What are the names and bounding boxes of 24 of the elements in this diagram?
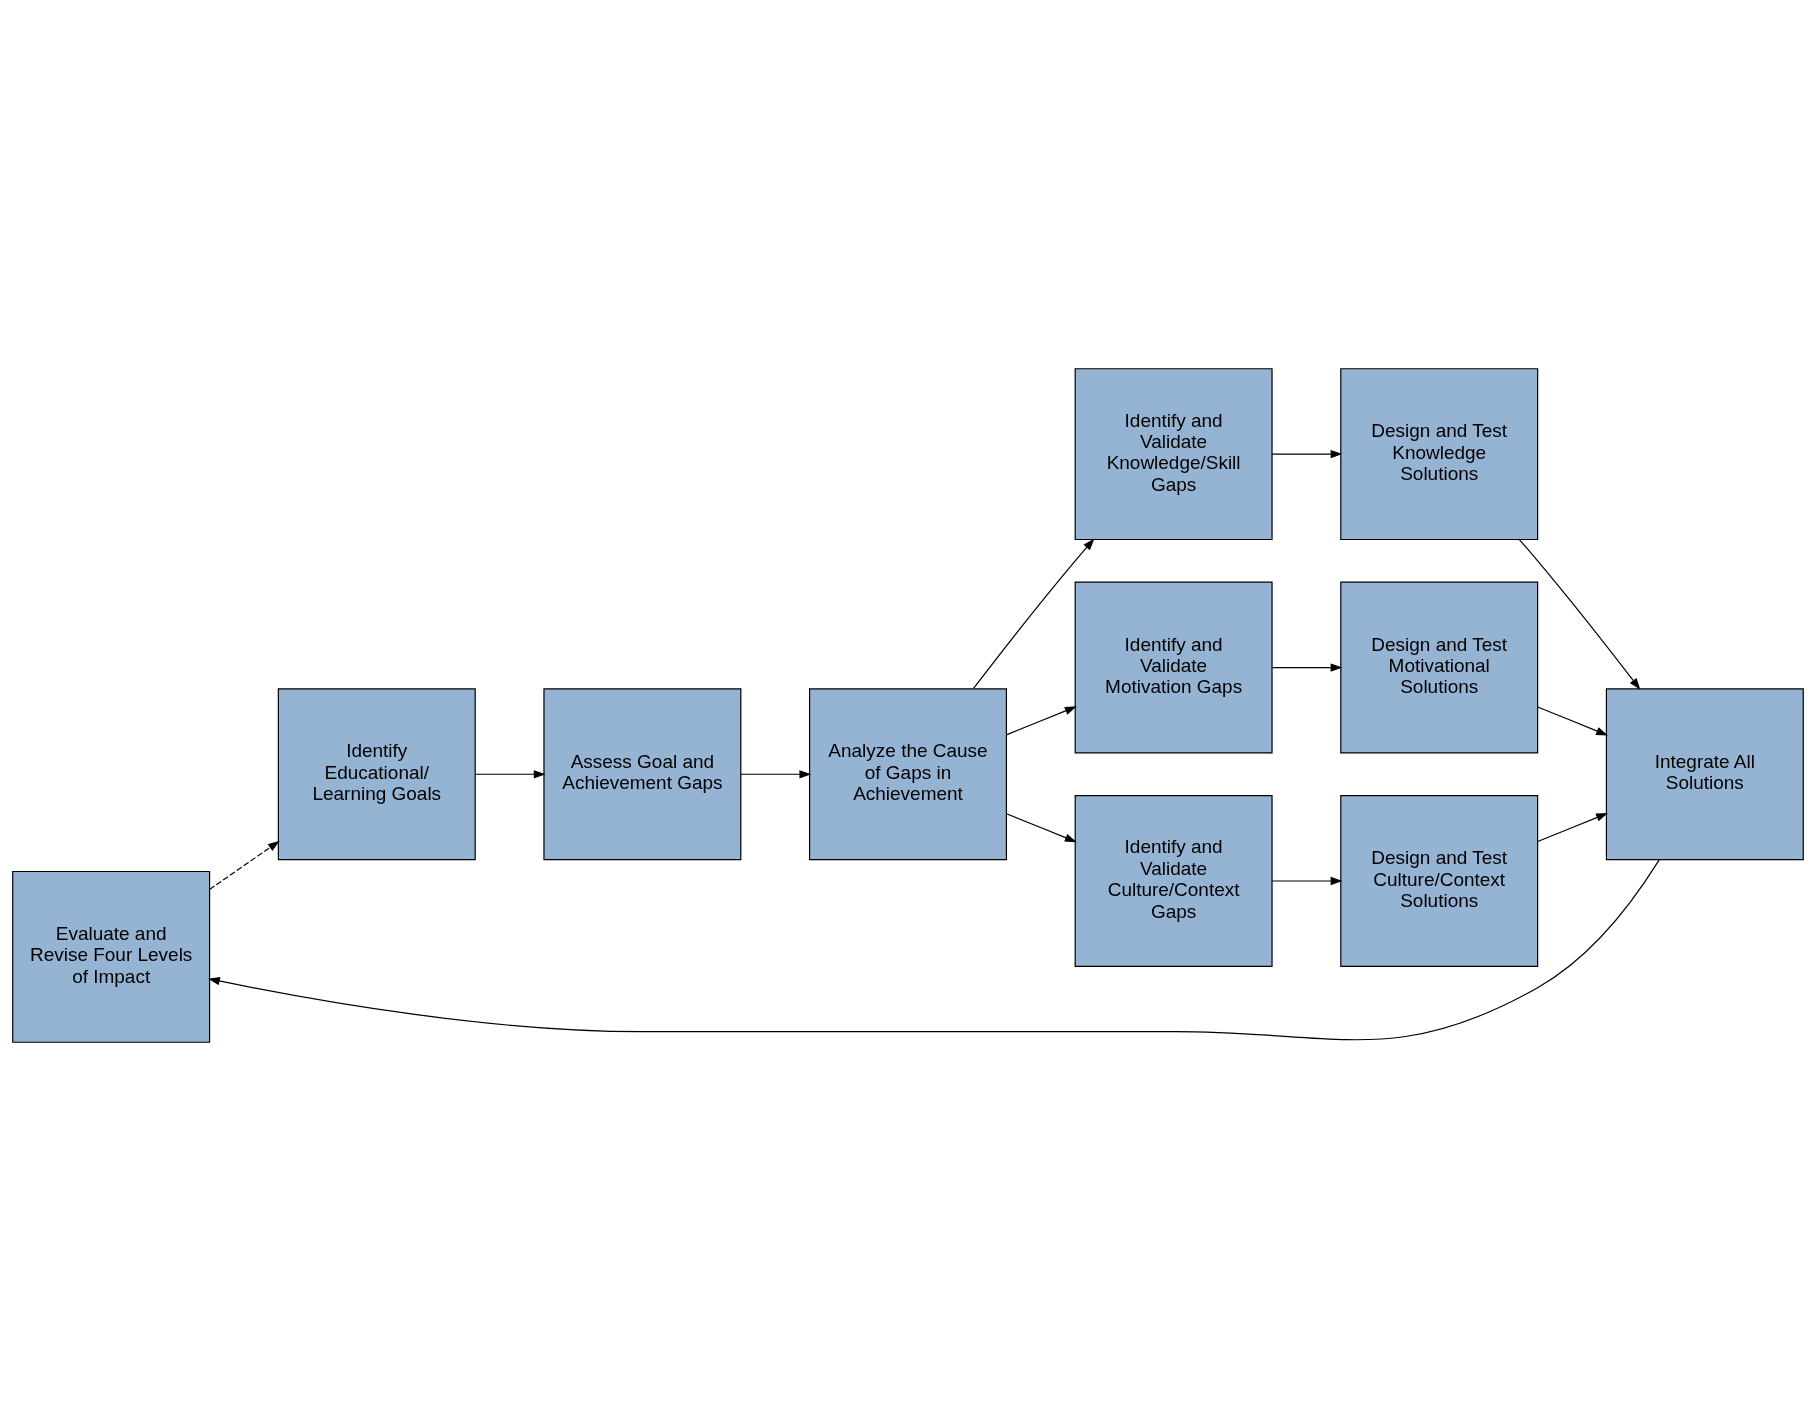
node-box: Design and Test Culture/Context Solutions bbox=[1340, 795, 1539, 967]
arrow bbox=[1518, 539, 1641, 690]
arrow bbox=[207, 859, 1660, 1041]
node-box: Design and Test Knowledge Solutions bbox=[1340, 368, 1539, 541]
arrow bbox=[1005, 706, 1077, 736]
arrow bbox=[740, 770, 812, 779]
arrow bbox=[972, 538, 1095, 689]
node-box: Integrate All Solutions bbox=[1605, 688, 1804, 861]
arrow bbox=[1005, 813, 1077, 843]
arrow bbox=[209, 840, 280, 890]
arrow bbox=[1537, 813, 1608, 843]
node-box: Assess Goal and Achievement Gaps bbox=[543, 688, 742, 861]
node-box: Design and Test Motivational Solutions bbox=[1340, 581, 1539, 754]
node-box: Identify and Validate Knowledge/Skill Gaps bbox=[1074, 368, 1273, 541]
arrow bbox=[1271, 449, 1343, 459]
arrow bbox=[1271, 876, 1343, 886]
node-box: Identify and Validate Culture/Context Gaps bbox=[1074, 795, 1273, 967]
node-box: Identify Educational/ Learning Goals bbox=[277, 688, 476, 861]
node-box: Identify and Validate Motivation Gaps bbox=[1074, 581, 1273, 754]
node-box: Analyze the Cause of Gaps in Achievement bbox=[809, 688, 1007, 861]
arrow bbox=[474, 770, 546, 779]
arrow bbox=[1537, 706, 1608, 736]
arrow bbox=[1271, 663, 1343, 672]
node-box: Evaluate and Revise Four Levels of Impact bbox=[12, 870, 211, 1043]
